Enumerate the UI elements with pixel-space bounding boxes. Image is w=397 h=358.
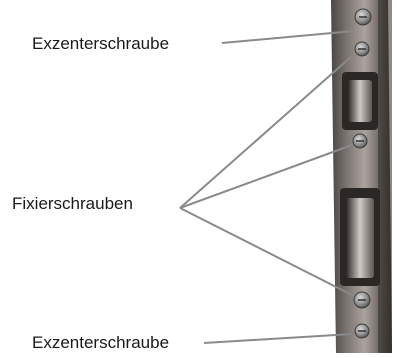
screw-icon (354, 41, 370, 57)
screw-icon (352, 133, 368, 149)
screw-icon (354, 323, 370, 339)
leader-line (179, 144, 353, 209)
label-eccentric-screw-top: Exzenterschraube (32, 34, 170, 53)
label-fixing-screws: Fixierschrauben (12, 194, 133, 213)
leader-line (179, 55, 353, 209)
screw-icon (354, 8, 372, 26)
lower-slot (340, 188, 380, 286)
leader-line (179, 207, 355, 297)
leader-line (221, 30, 355, 44)
label-eccentric-screw-bottom: Exzenterschraube (32, 333, 170, 352)
screw-icon (353, 291, 371, 309)
upper-slot (342, 72, 378, 130)
leader-line (203, 333, 353, 344)
